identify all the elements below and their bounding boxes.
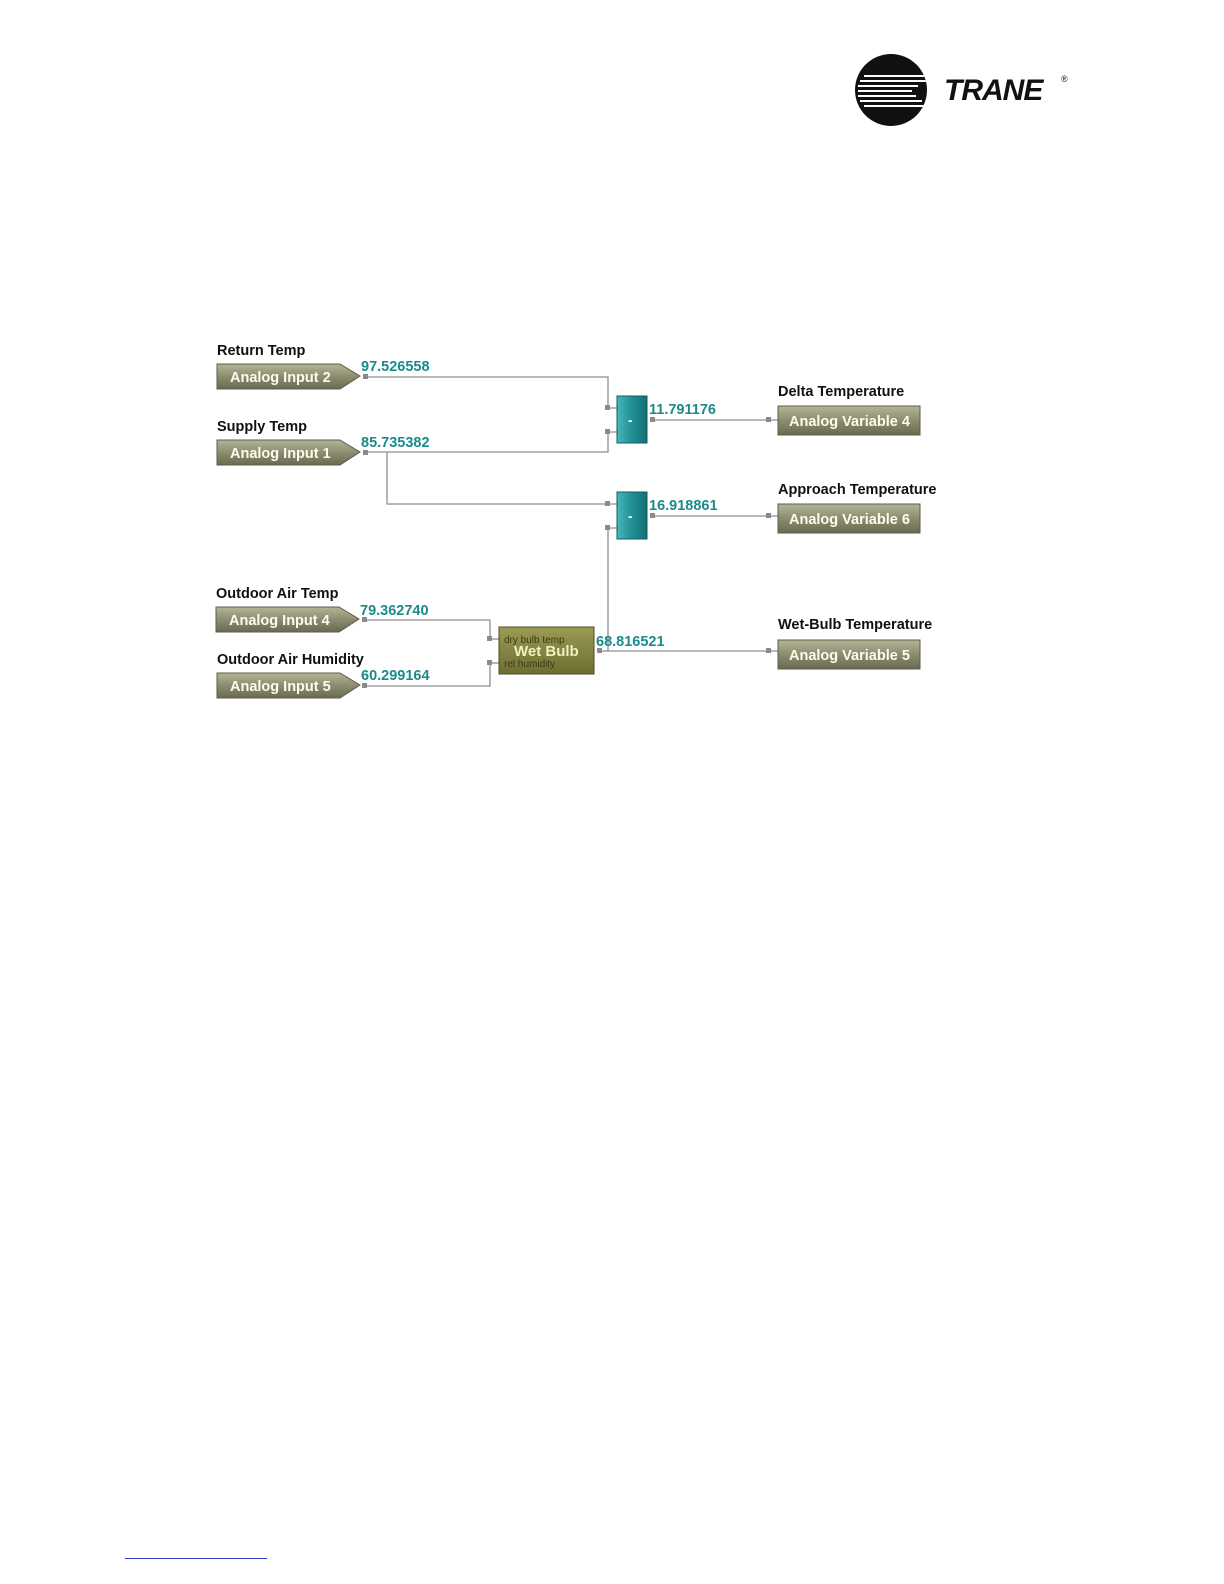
input-outdoor-air-temp[interactable]: Outdoor Air Temp Analog Input 4 79.36274… (215, 586, 429, 633)
registered-mark: ® (1061, 74, 1068, 84)
analog-variable-block-label: Analog Variable 6 (789, 512, 910, 528)
subtract-symbol: - (628, 508, 633, 524)
analog-input-block[interactable] (216, 363, 361, 390)
input-label: Outdoor Air Humidity (217, 652, 364, 668)
analog-variable-block[interactable] (777, 639, 921, 670)
output-delta-temperature[interactable]: Delta Temperature Analog Variable 4 (777, 384, 921, 436)
footnote-rule (125, 1558, 267, 1559)
analog-input-block-label: Analog Input 2 (230, 370, 331, 386)
analog-input-block[interactable] (216, 439, 361, 466)
wet-bulb-function[interactable] (498, 626, 595, 675)
analog-input-block-label: Analog Input 1 (230, 446, 331, 462)
input-label: Return Temp (217, 343, 305, 359)
analog-input-block-label: Analog Input 5 (230, 679, 331, 695)
input-supply-temp[interactable]: Supply Temp Analog Input 1 85.735382 (216, 419, 430, 466)
input-value: 79.362740 (360, 603, 429, 619)
subtractor-approach[interactable]: - 16.918861 (616, 491, 718, 540)
analog-variable-block[interactable] (777, 405, 921, 436)
operator-output-value: 11.791176 (649, 402, 716, 418)
analog-input-block-label: Analog Input 4 (229, 613, 330, 629)
trane-wordmark: TRANE (944, 74, 1044, 107)
input-outdoor-air-humidity[interactable]: Outdoor Air Humidity Analog Input 5 60.2… (216, 652, 430, 699)
input-label: Outdoor Air Temp (216, 586, 339, 602)
output-wet-bulb-temperature[interactable]: Wet-Bulb Temperature Analog Variable 5 (777, 617, 932, 670)
input-label: Supply Temp (217, 419, 307, 435)
analog-variable-block-label: Analog Variable 4 (789, 414, 910, 430)
wires (365, 376, 778, 687)
input-value: 85.735382 (361, 435, 430, 451)
wet-bulb-block[interactable]: dry bulb temp Wet Bulb rel humidity 68.8… (498, 626, 665, 675)
output-label: Delta Temperature (778, 384, 904, 400)
trane-logo-mark (855, 54, 927, 126)
ports (362, 374, 771, 688)
analog-input-block[interactable] (216, 672, 361, 699)
input-value: 97.526558 (361, 359, 430, 375)
input-return-temp[interactable]: Return Temp Analog Input 2 97.526558 (216, 343, 430, 390)
analog-variable-block-label: Analog Variable 5 (789, 648, 910, 664)
input-value: 60.299164 (361, 668, 430, 684)
subtract-operator[interactable] (616, 491, 648, 540)
subtract-symbol: - (628, 412, 633, 428)
analog-input-block[interactable] (215, 606, 360, 633)
wet-bulb-title: Wet Bulb (514, 643, 579, 660)
output-approach-temperature[interactable]: Approach Temperature Analog Variable 6 (777, 482, 936, 534)
wet-bulb-output-value: 68.816521 (596, 634, 665, 650)
output-label: Approach Temperature (778, 482, 936, 498)
subtract-operator[interactable] (616, 395, 648, 444)
port-rel-humidity: rel humidity (504, 659, 555, 670)
trane-logo: TRANE ® (855, 54, 1068, 126)
operator-output-value: 16.918861 (649, 498, 718, 514)
output-label: Wet-Bulb Temperature (778, 617, 932, 633)
subtractor-delta[interactable]: - 11.791176 (616, 395, 716, 444)
port-dry-bulb-temp: dry bulb temp (504, 635, 565, 646)
analog-variable-block[interactable] (777, 503, 921, 534)
